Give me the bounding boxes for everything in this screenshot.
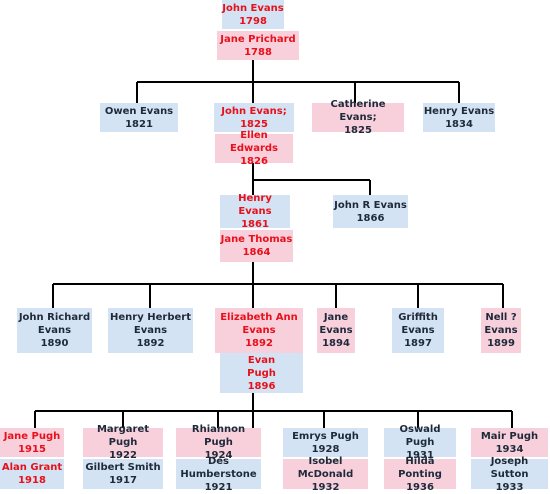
person-name: Isobel McDonald	[297, 455, 354, 480]
person-name-last: Pugh	[247, 367, 276, 379]
person-box-jane-pugh-1915[interactable]: Jane Pugh 1915	[0, 428, 64, 457]
person-box-john-evans-1825[interactable]: John Evans; 1825	[214, 103, 294, 132]
person-name: Margaret Pugh	[96, 424, 150, 448]
person-box-ellen-edwards-1826[interactable]: Ellen Edwards 1826	[215, 130, 293, 167]
person-year: 1917	[109, 475, 137, 486]
person-box-owen-evans-1821[interactable]: Owen Evans 1821	[100, 103, 178, 132]
person-box-nell-evans-1899[interactable]: Nell ? Evans 1899	[481, 308, 521, 353]
person-year: 1890	[40, 338, 69, 349]
person-name: Catherine Evans;	[330, 99, 386, 123]
person-name: Joseph Sutton	[490, 455, 529, 480]
person-name: John Evans	[222, 2, 284, 14]
person-name: Hilda Ponting	[398, 455, 442, 480]
person-name-first: Jane	[323, 312, 349, 323]
person-box-jane-thomas-1864[interactable]: Jane Thomas 1864	[220, 230, 293, 262]
person-name-first: Griffith	[398, 312, 438, 323]
person-box-jane-prichard-1788[interactable]: Jane Prichard 1788	[217, 31, 299, 60]
person-year: 1834	[445, 118, 473, 130]
person-year: 1894	[322, 338, 350, 349]
person-name: Rhiannon Pugh	[191, 424, 246, 448]
person-year: 1788	[244, 46, 272, 58]
person-name: Jane Prichard	[220, 33, 296, 45]
person-year: 1915	[18, 443, 46, 455]
person-box-rhiannon-pugh-1924[interactable]: Rhiannon Pugh 1924	[176, 424, 261, 461]
person-box-des-humberstone-1921[interactable]: Des Humberstone 1921	[176, 456, 261, 493]
person-name-first: Evan	[247, 354, 276, 366]
person-year: 1866	[356, 212, 385, 224]
person-year: 1931	[406, 450, 434, 461]
person-box-john-r-evans-1866[interactable]: John R Evans 1866	[333, 195, 408, 228]
person-year: 1892	[136, 338, 165, 349]
person-box-joseph-sutton-1933[interactable]: Joseph Sutton 1933	[471, 456, 548, 493]
person-box-elizabeth-ann-evans-1892[interactable]: Elizabeth Ann Evans 1892	[215, 308, 303, 353]
person-year: 1825	[240, 118, 268, 130]
person-year: 1924	[204, 450, 233, 461]
person-year: 1921	[204, 481, 233, 493]
person-year: 1918	[18, 475, 46, 486]
person-name: Emrys Pugh	[292, 430, 359, 442]
person-name: Ellen Edwards	[229, 130, 279, 154]
person-name: Mair Pugh	[480, 430, 539, 442]
person-year: 1933	[495, 481, 524, 493]
person-year: 1861	[241, 219, 269, 230]
person-year: 1899	[487, 338, 515, 349]
person-year: 1892	[245, 338, 273, 349]
person-name-first: Nell ?	[485, 312, 517, 323]
person-name-first: John Richard	[18, 312, 91, 323]
person-name: Henry Evans	[423, 105, 495, 117]
person-name: John Evans;	[221, 105, 287, 117]
person-box-oswald-pugh-1931[interactable]: Oswald Pugh 1931	[384, 424, 456, 461]
person-name-last: Evans	[484, 325, 518, 336]
person-year: 1798	[239, 15, 267, 27]
person-year: 1896	[247, 380, 276, 392]
person-box-catherine-evans-1825[interactable]: Catherine Evans; 1825	[312, 99, 404, 136]
person-name: Gilbert Smith	[85, 462, 161, 473]
person-box-isobel-mcdonald-1932[interactable]: Isobel McDonald 1932	[283, 456, 368, 493]
person-name: Jane Pugh	[3, 430, 61, 442]
person-box-jane-evans-1894[interactable]: Jane Evans 1894	[317, 308, 355, 353]
person-name-last: Evans	[242, 325, 276, 336]
person-name: Oswald Pugh	[399, 424, 441, 448]
person-name-last: Evans	[319, 325, 353, 336]
person-box-henry-evans-1861[interactable]: Henry Evans 1861	[220, 193, 290, 230]
person-box-emrys-pugh-1928[interactable]: Emrys Pugh 1928	[283, 428, 368, 457]
person-year: 1936	[406, 481, 434, 493]
person-name: Des Humberstone	[180, 455, 257, 480]
person-box-margaret-pugh-1922[interactable]: Margaret Pugh 1922	[83, 424, 163, 461]
person-year: 1932	[311, 481, 340, 493]
person-name-last: Evans	[37, 325, 72, 336]
person-year: 1928	[311, 443, 340, 455]
person-year: 1922	[109, 450, 137, 461]
person-box-henry-evans-1834[interactable]: Henry Evans 1834	[423, 103, 495, 132]
person-name-last: Evans	[401, 325, 435, 336]
person-name: Owen Evans	[104, 105, 174, 117]
person-name-first: Elizabeth Ann	[220, 312, 298, 323]
person-name: Jane Thomas	[220, 234, 293, 245]
person-box-evan-pugh-1896[interactable]: Evan Pugh 1896	[220, 353, 303, 393]
person-box-henry-herbert-evans-1892[interactable]: Henry Herbert Evans 1892	[108, 308, 193, 353]
person-name-first: Henry Herbert	[110, 312, 191, 323]
person-year: 1864	[242, 247, 271, 258]
person-year: 1934	[495, 443, 524, 455]
person-year: 1825	[344, 125, 372, 136]
person-year: 1826	[240, 156, 268, 167]
person-name: Alan Grant	[1, 462, 63, 473]
person-name: Henry Evans	[238, 193, 272, 217]
person-name-last: Evans	[133, 325, 168, 336]
person-box-hilda-ponting-1936[interactable]: Hilda Ponting 1936	[384, 456, 456, 493]
person-name: John R Evans	[334, 199, 407, 211]
person-box-gilbert-smith-1917[interactable]: Gilbert Smith 1917	[83, 459, 163, 489]
person-year: 1897	[404, 338, 432, 349]
person-box-john-evans-1798[interactable]: John Evans 1798	[222, 0, 284, 29]
person-box-alan-grant-1918[interactable]: Alan Grant 1918	[0, 459, 64, 489]
person-box-griffith-evans-1897[interactable]: Griffith Evans 1897	[392, 308, 444, 353]
person-year: 1821	[125, 118, 153, 130]
person-box-mair-pugh-1934[interactable]: Mair Pugh 1934	[471, 428, 548, 457]
person-box-john-richard-evans-1890[interactable]: John Richard Evans 1890	[17, 308, 92, 353]
